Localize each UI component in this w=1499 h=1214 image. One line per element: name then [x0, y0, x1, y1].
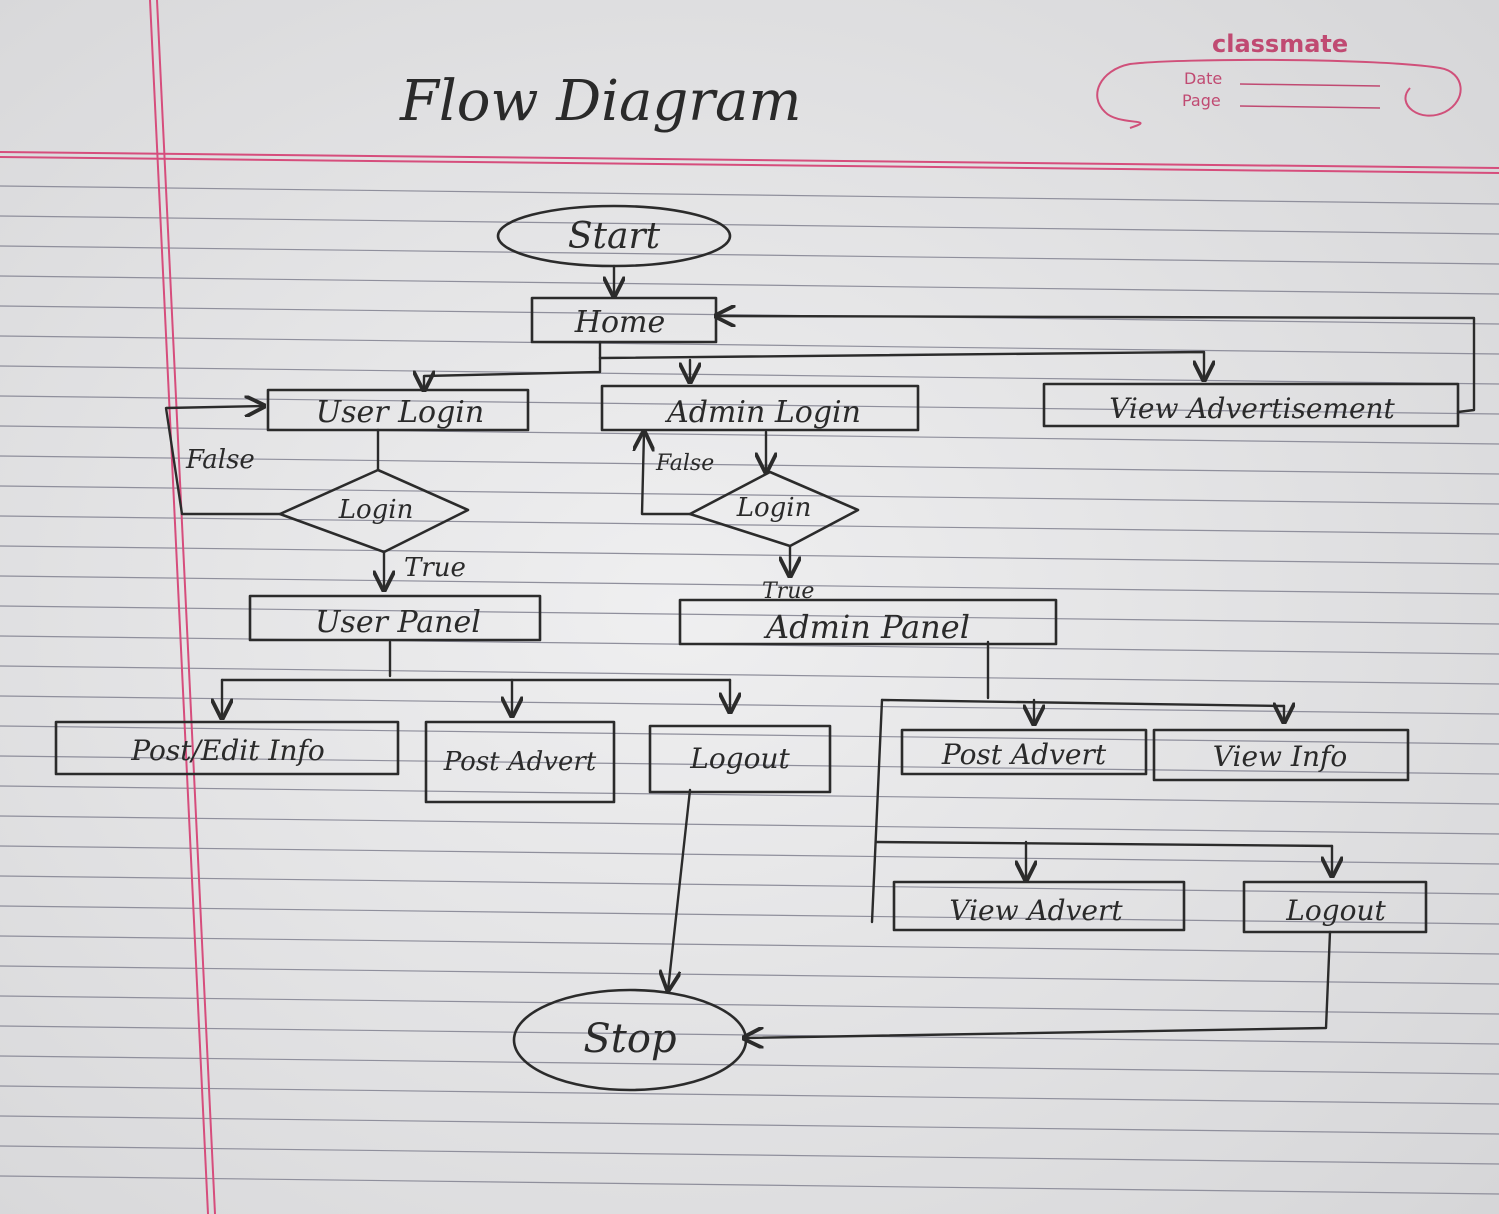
ruled-line — [0, 545, 1499, 565]
ruled-line — [0, 365, 1499, 385]
page-label: Page — [1182, 91, 1221, 110]
admin-login-label: Admin Login — [664, 395, 861, 430]
user-login-node: User Login — [266, 388, 530, 432]
edge-admin-panel-vertical — [870, 698, 884, 924]
brand-emblem: classmate Date Page — [1096, 30, 1462, 129]
edge-admin-panel-bus — [880, 698, 1286, 708]
ruled-line — [0, 455, 1499, 475]
admin-false-label: False — [655, 451, 714, 476]
admin-panel-label: Admin Panel — [763, 608, 970, 646]
user-login-decision: Login — [278, 468, 470, 554]
ruled-line — [0, 875, 1499, 895]
ruled-line — [0, 485, 1499, 505]
home-node: Home — [530, 296, 718, 344]
nodes: Start Home User Login Admin Login View A… — [54, 204, 1460, 1092]
post-edit-info-node: Post/Edit Info — [54, 720, 400, 776]
edge-admin-false-loop — [642, 432, 692, 516]
home-label: Home — [574, 305, 665, 340]
ruled-line — [0, 275, 1499, 295]
admin-login-check-label: Login — [736, 493, 812, 523]
margin-line — [149, 0, 209, 1214]
logout-admin-label: Logout — [1285, 894, 1386, 927]
stop-node: Stop — [512, 988, 748, 1092]
ruled-line — [0, 665, 1499, 685]
header-line — [0, 151, 1499, 169]
post-advert-user-label: Post Advert — [443, 747, 597, 777]
admin-true-label: True — [762, 579, 814, 604]
ruled-line — [0, 695, 1499, 715]
edge-admin-logout-stop — [744, 930, 1332, 1038]
admin-login-node: Admin Login — [600, 384, 920, 432]
view-advertisement-label: View Advertisement — [1109, 392, 1395, 425]
ruled-lines — [0, 185, 1499, 1195]
edge-admin-panel-bus2 — [874, 840, 1334, 848]
ruled-line — [0, 425, 1499, 445]
date-label: Date — [1184, 69, 1222, 88]
margin-line — [156, 0, 216, 1214]
ruled-line — [0, 1085, 1499, 1105]
user-panel-label: User Panel — [315, 605, 481, 640]
edge-view-advertisement-home — [716, 316, 1476, 414]
ruled-line — [0, 575, 1499, 595]
user-true-label: True — [404, 553, 466, 583]
start-label: Start — [568, 216, 661, 257]
brand-name: classmate — [1212, 30, 1348, 58]
ruled-line — [0, 755, 1499, 775]
ruled-line — [0, 515, 1499, 535]
ruled-line — [0, 995, 1499, 1015]
admin-panel-node: Admin Panel — [678, 598, 1058, 646]
user-login-label: User Login — [316, 395, 484, 430]
ruled-line — [0, 1055, 1499, 1075]
user-false-label: False — [185, 445, 255, 475]
ruled-line — [0, 965, 1499, 985]
view-info-node: View Info — [1152, 728, 1410, 782]
ruled-line — [0, 185, 1499, 205]
ruled-line — [0, 1145, 1499, 1165]
view-advert-node: View Advert — [892, 880, 1186, 932]
ruled-line — [0, 845, 1499, 865]
page-title: Flow Diagram — [399, 69, 802, 134]
ruled-line — [0, 725, 1499, 745]
ruled-line — [0, 1175, 1499, 1195]
view-advertisement-node: View Advertisement — [1042, 382, 1460, 428]
ruled-line — [0, 215, 1499, 235]
edge-home-admin-login — [598, 350, 1204, 380]
edge-user-false-loop — [164, 406, 282, 516]
stop-label: Stop — [583, 1016, 676, 1062]
logout-user-label: Logout — [689, 742, 790, 775]
ruled-line — [0, 935, 1499, 955]
logout-admin-node: Logout — [1242, 880, 1428, 934]
ruled-line — [0, 245, 1499, 265]
start-node: Start — [496, 204, 732, 268]
edge-user-logout-stop — [668, 788, 692, 990]
edges — [164, 264, 1476, 1038]
logout-user-node: Logout — [648, 724, 832, 794]
post-edit-info-label: Post/Edit Info — [130, 734, 324, 767]
ruled-line — [0, 1115, 1499, 1135]
ruled-line — [0, 815, 1499, 835]
user-panel-node: User Panel — [248, 594, 542, 642]
post-advert-user-node: Post Advert — [424, 720, 616, 804]
post-advert-admin-label: Post Advert — [941, 738, 1107, 771]
edge-labels: False True False True — [185, 445, 814, 604]
header-line — [0, 156, 1499, 174]
view-advert-label: View Advert — [949, 894, 1123, 927]
post-advert-admin-node: Post Advert — [900, 728, 1148, 776]
admin-login-decision: Login — [688, 470, 860, 548]
view-info-label: View Info — [1213, 740, 1347, 773]
user-login-check-label: Login — [338, 495, 414, 525]
ruled-line — [0, 785, 1499, 805]
edge-home-user-login — [424, 356, 602, 390]
ruled-line — [0, 905, 1499, 925]
ruled-line — [0, 335, 1499, 355]
